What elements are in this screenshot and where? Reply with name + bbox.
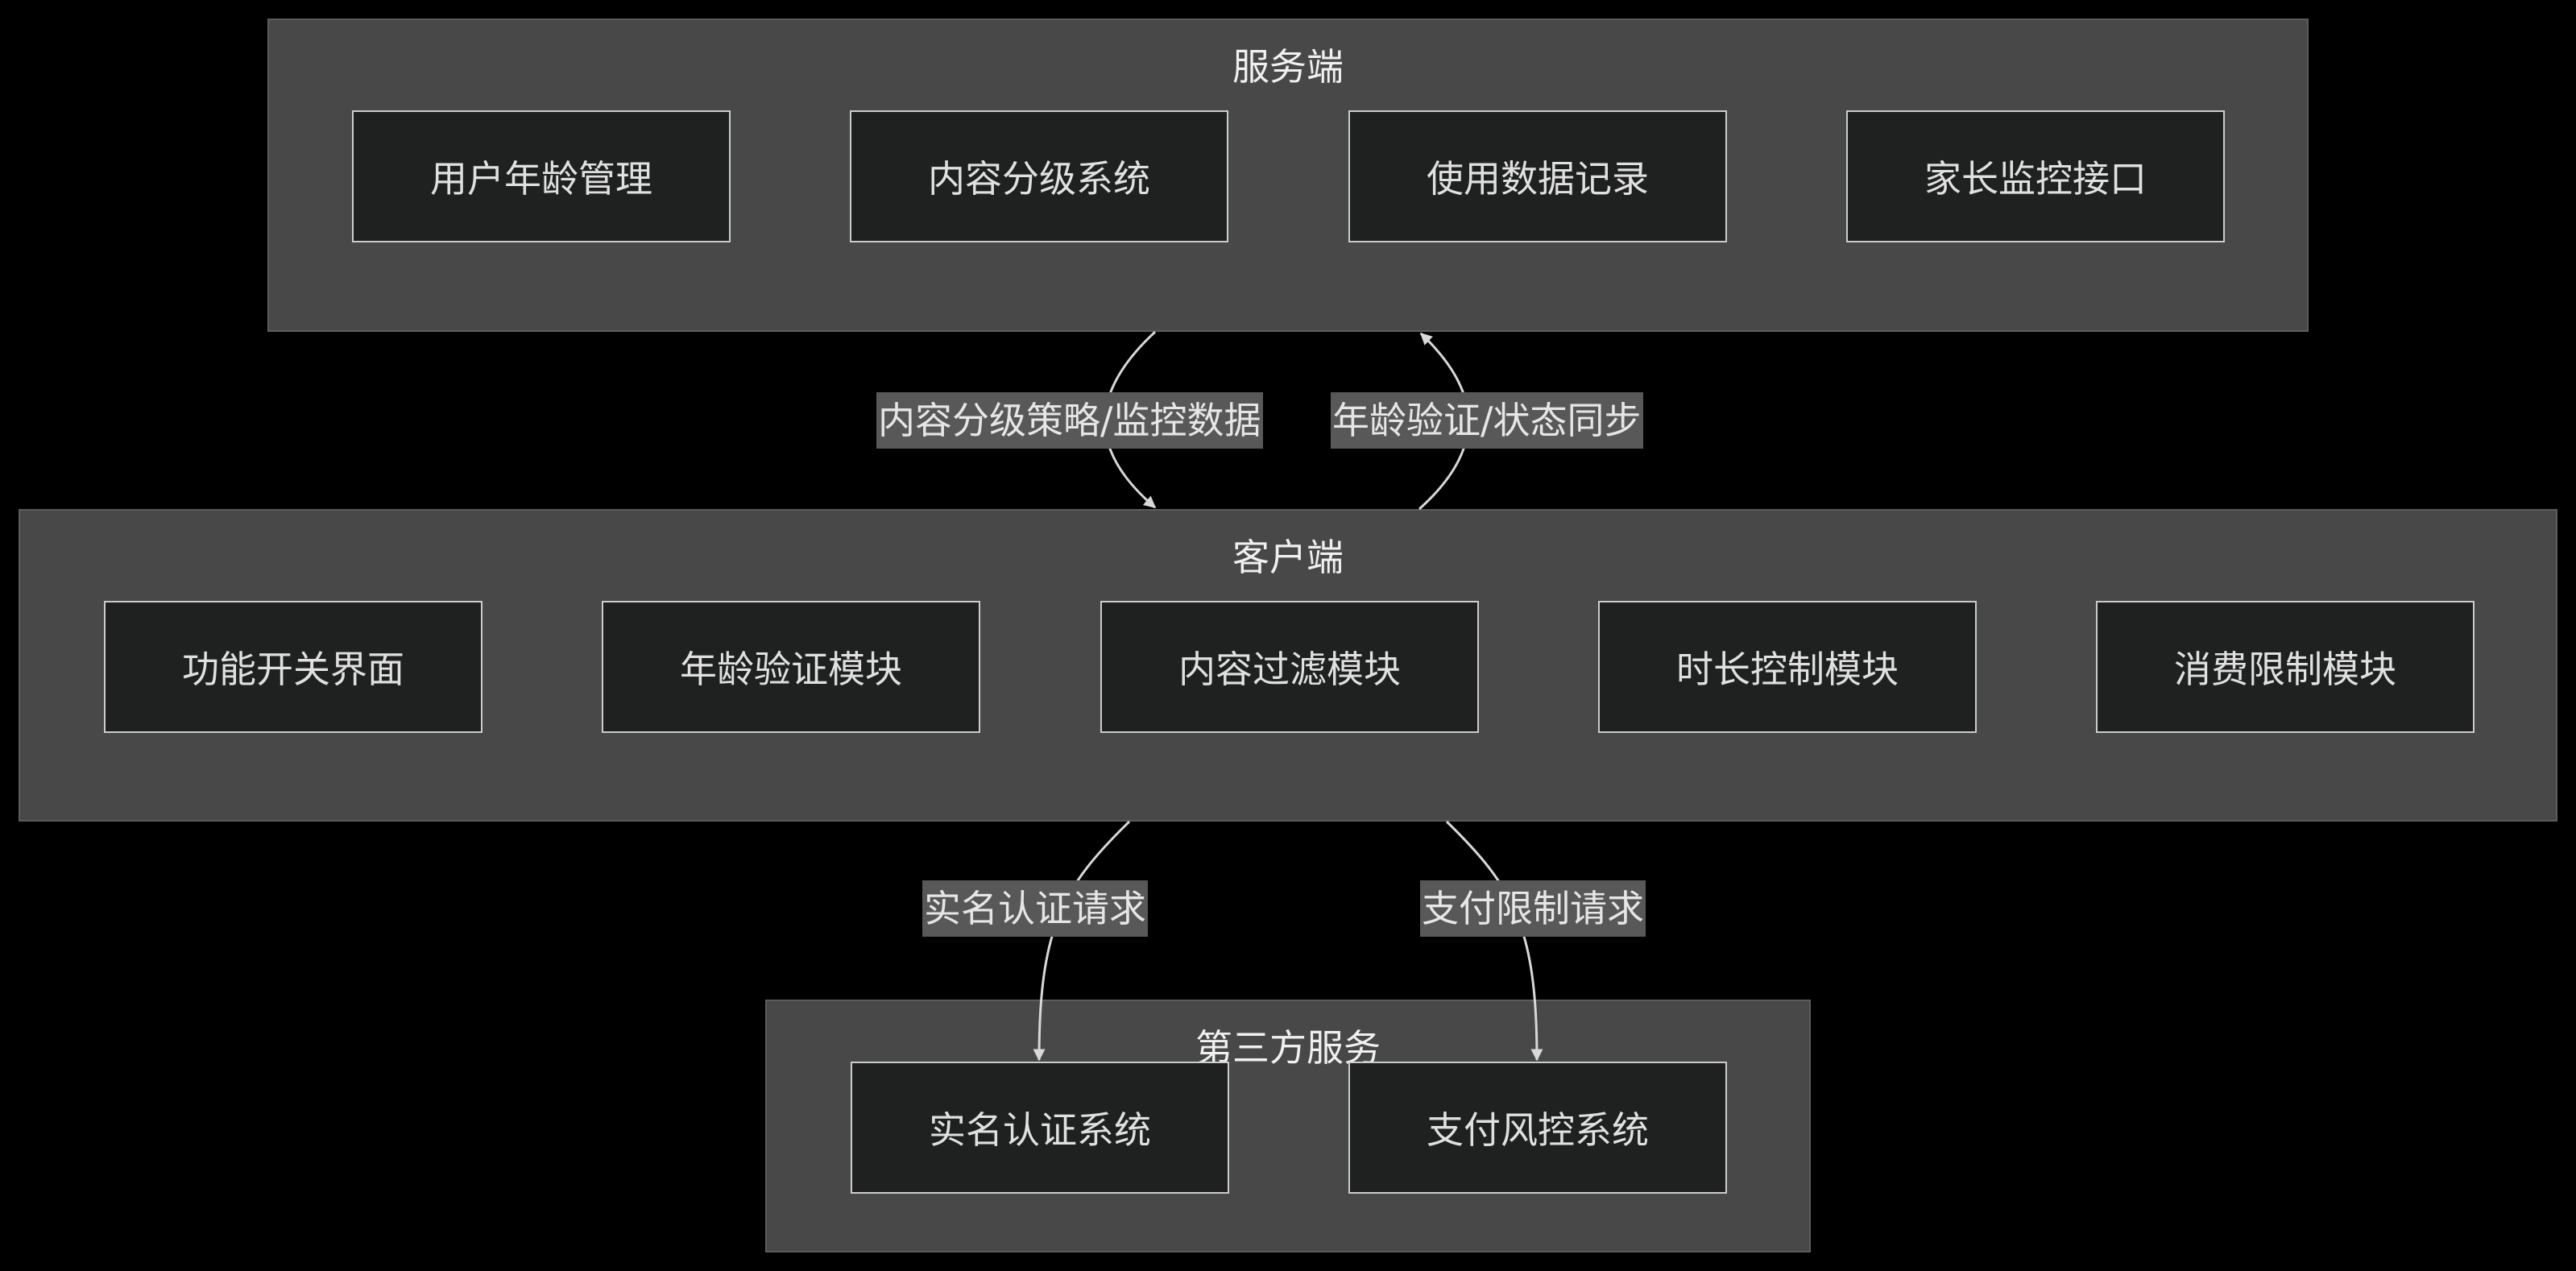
client-node-age-verification[interactable]: 年龄验证模块 xyxy=(602,601,980,733)
edge-label-client-to-server: 年龄验证/状态同步 xyxy=(1331,392,1643,449)
client-node-time-control[interactable]: 时长控制模块 xyxy=(1598,601,1977,733)
client-node-feature-toggle-ui[interactable]: 功能开关界面 xyxy=(104,601,482,733)
client-group: 客户端 功能开关界面 年龄验证模块 内容过滤模块 时长控制模块 消费限制模块 xyxy=(19,509,2557,822)
server-group-title: 服务端 xyxy=(1232,45,1344,89)
client-group-title: 客户端 xyxy=(1232,536,1344,579)
third-party-group: 第三方服务 实名认证系统 支付风控系统 xyxy=(765,1000,1811,1252)
third-party-node-realname-auth[interactable]: 实名认证系统 xyxy=(851,1062,1229,1194)
client-node-spending-limit[interactable]: 消费限制模块 xyxy=(2096,601,2475,733)
server-node-content-rating-system[interactable]: 内容分级系统 xyxy=(850,110,1228,242)
edge-label-server-to-client: 内容分级策略/监控数据 xyxy=(876,392,1263,449)
third-party-node-payment-risk-control[interactable]: 支付风控系统 xyxy=(1348,1062,1727,1194)
client-node-content-filter[interactable]: 内容过滤模块 xyxy=(1100,601,1479,733)
edge-label-client-to-realname: 实名认证请求 xyxy=(922,880,1148,937)
server-node-user-age-management[interactable]: 用户年龄管理 xyxy=(352,110,731,242)
server-node-usage-data-logging[interactable]: 使用数据记录 xyxy=(1348,110,1727,242)
edge-label-client-to-payment: 支付限制请求 xyxy=(1420,880,1646,937)
server-node-parental-monitoring-api[interactable]: 家长监控接口 xyxy=(1846,110,2225,242)
server-group: 服务端 用户年龄管理 内容分级系统 使用数据记录 家长监控接口 xyxy=(267,19,2309,332)
